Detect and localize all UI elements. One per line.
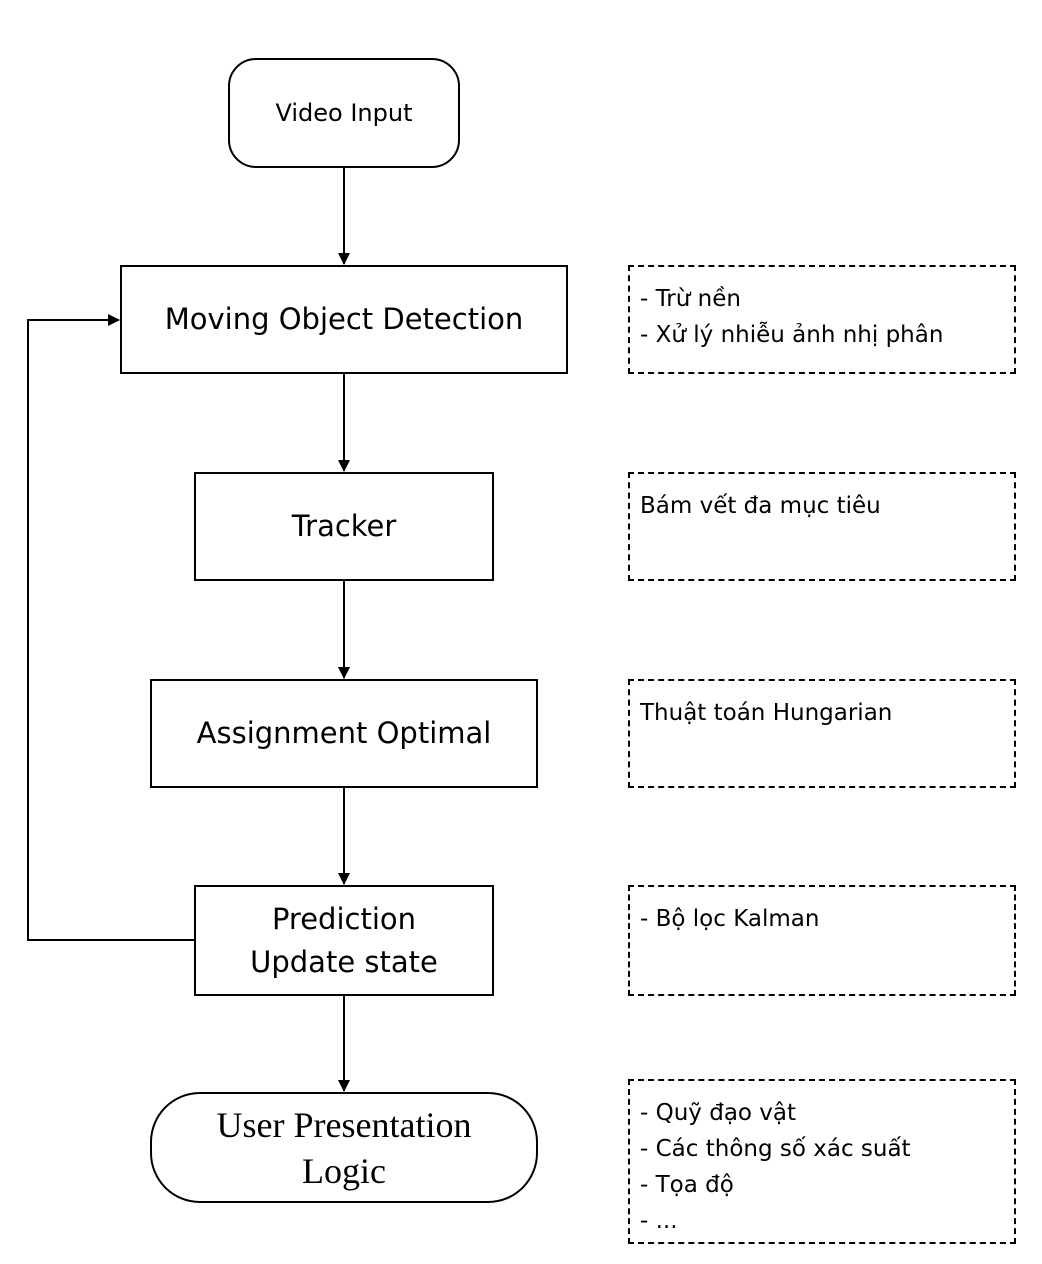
- moving-object-detection-node: Moving Object Detection: [120, 265, 568, 374]
- assignment-note: Thuật toán Hungarian: [628, 679, 1016, 788]
- feedback-loop-arrow: [27, 314, 194, 941]
- user-presentation-label: User Presentation: [216, 1104, 472, 1145]
- detection-note-line: - Trừ nền: [640, 286, 741, 312]
- video-input-node: Video Input: [228, 58, 460, 168]
- prediction-note-line: - Bộ lọc Kalman: [640, 906, 820, 932]
- assignment-optimal-node: Assignment Optimal: [150, 679, 538, 788]
- update-state-label: Update state: [250, 944, 438, 979]
- user-presentation-node: User Presentation Logic: [150, 1092, 538, 1203]
- assignment-optimal-label: Assignment Optimal: [196, 716, 492, 751]
- presentation-note-line: - Các thông số xác suất: [640, 1136, 911, 1162]
- presentation-note-line: - ...: [640, 1208, 678, 1234]
- tracker-note-line: Bám vết đa mục tiêu: [640, 493, 881, 519]
- moving-object-detection-label: Moving Object Detection: [164, 302, 524, 337]
- tracker-label: Tracker: [291, 509, 397, 544]
- prediction-label: Prediction: [271, 901, 417, 936]
- presentation-note-line: - Tọa độ: [640, 1172, 734, 1198]
- assignment-note-line: Thuật toán Hungarian: [640, 700, 893, 726]
- tracker-note: Bám vết đa mục tiêu: [628, 472, 1016, 581]
- presentation-note-line: - Quỹ đạo vật: [640, 1100, 797, 1126]
- presentation-note: - Quỹ đạo vật - Các thông số xác suất - …: [628, 1079, 1016, 1244]
- logic-label: Logic: [302, 1150, 386, 1191]
- prediction-update-node: Prediction Update state: [194, 885, 494, 996]
- video-input-label: Video Input: [275, 99, 413, 127]
- tracker-node: Tracker: [194, 472, 494, 581]
- prediction-note: - Bộ lọc Kalman: [628, 885, 1016, 996]
- detection-note: - Trừ nền - Xử lý nhiễu ảnh nhị phân: [628, 265, 1016, 374]
- detection-note-line: - Xử lý nhiễu ảnh nhị phân: [640, 322, 944, 348]
